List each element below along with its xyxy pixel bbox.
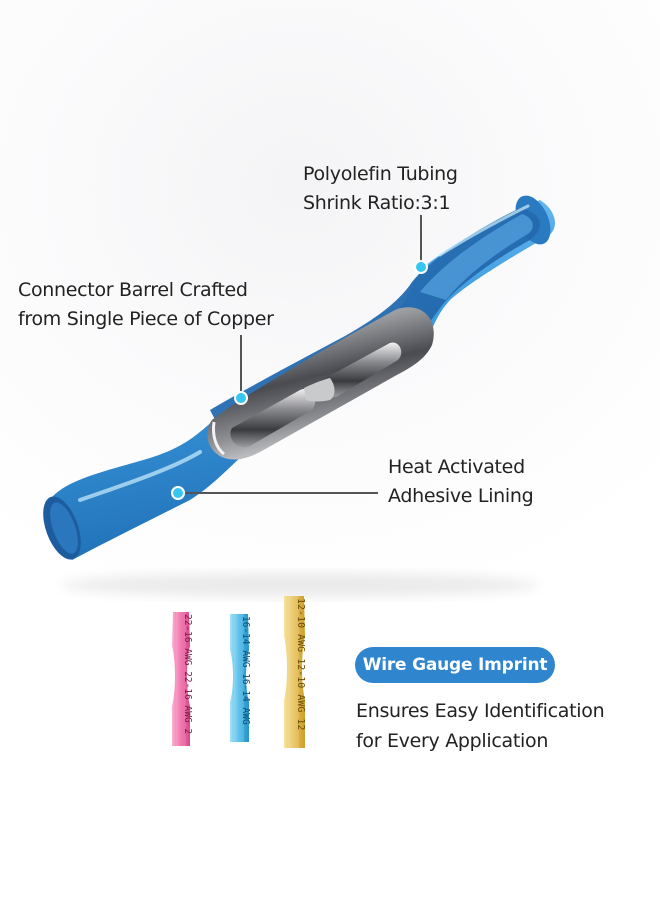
- barrel-callout: Connector Barrel Crafted from Single Pie…: [18, 276, 274, 334]
- connector-pink: 22-16 AWG 22-16 AWG 2: [172, 612, 193, 746]
- adhesive-callout: Heat Activated Adhesive Lining: [388, 453, 534, 511]
- imprint-description-line2: for Every Application: [356, 730, 549, 752]
- heat-shrink-connector: [43, 195, 555, 560]
- tubing-callout: Polyolefin Tubing Shrink Ratio:3:1: [303, 160, 458, 218]
- imprint-description-line1: Ensures Easy Identification: [356, 700, 605, 722]
- connector-blue: 16-14 AWG 16-14 AWG: [230, 614, 251, 742]
- connector-blue-imprint: 16-14 AWG 16-14 AWG: [240, 616, 251, 725]
- barrel-callout-line1: Connector Barrel Crafted: [18, 279, 248, 301]
- tubing-callout-line2: Shrink Ratio:3:1: [303, 192, 451, 214]
- adhesive-callout-line2: Adhesive Lining: [388, 485, 534, 507]
- tube-shadow: [60, 573, 540, 597]
- imprint-description: Ensures Easy Identification for Every Ap…: [356, 696, 605, 756]
- barrel-dot: [234, 391, 248, 405]
- adhesive-dot: [171, 486, 185, 500]
- connector-yellow-imprint: 12-10 AWG 12-10 AWG 12: [295, 598, 306, 730]
- connector-yellow: 12-10 AWG 12-10 AWG 12: [284, 596, 306, 748]
- connector-pink-imprint: 22-16 AWG 22-16 AWG 2: [182, 614, 193, 734]
- callout-leaders: [171, 215, 428, 500]
- wire-gauge-badge: Wire Gauge Imprint: [355, 647, 555, 683]
- adhesive-callout-line1: Heat Activated: [388, 456, 525, 478]
- tubing-callout-line1: Polyolefin Tubing: [303, 163, 458, 185]
- barrel-callout-line2: from Single Piece of Copper: [18, 308, 274, 330]
- tubing-dot: [414, 260, 428, 274]
